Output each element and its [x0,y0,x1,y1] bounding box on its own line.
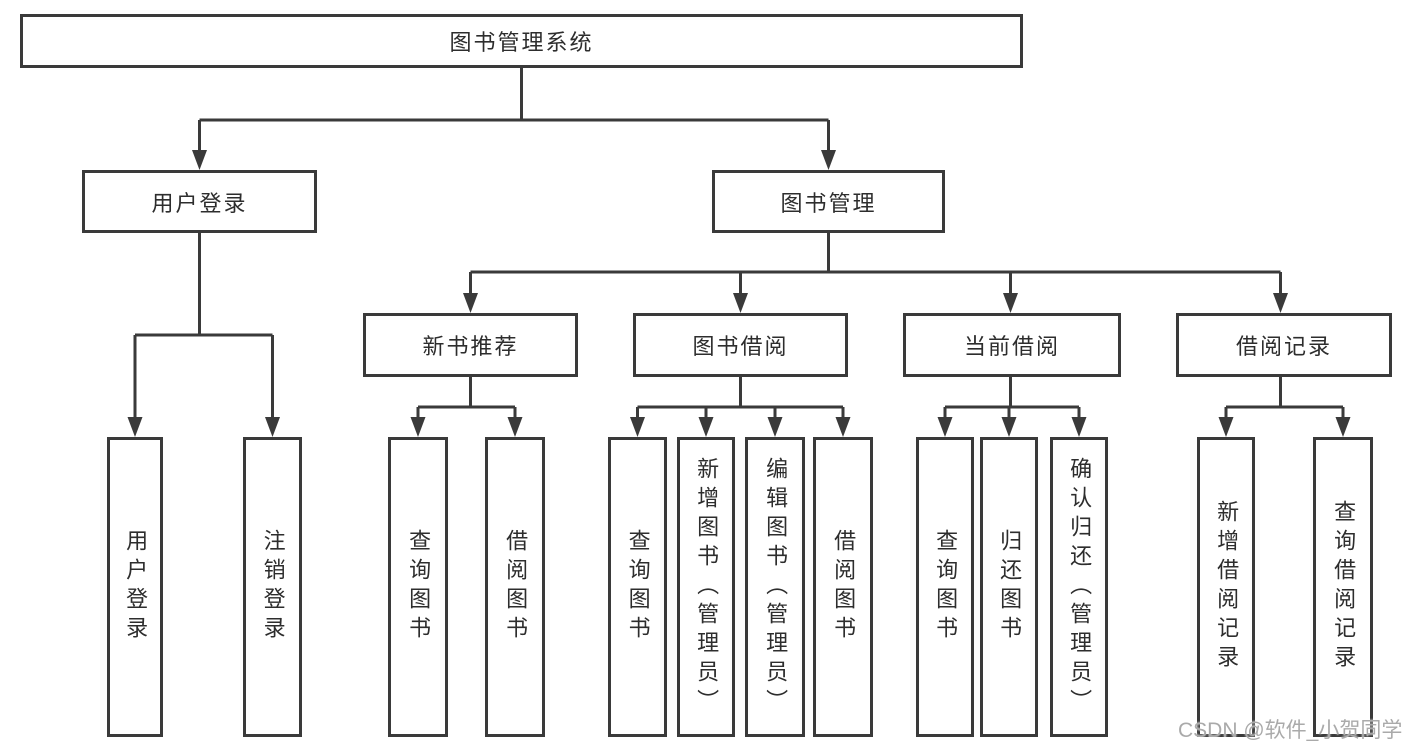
leaf-logout: 注销登录 [243,437,302,737]
leaf-recommend-query-books: 查询图书 [388,437,448,737]
node-current-borrowing: 当前借阅 [903,313,1121,377]
leaf-query-borrow-record-label: 查询借阅记录 [1331,500,1357,674]
leaf-return-books: 归还图书 [980,437,1038,737]
node-new-book-recommend-label: 新书推荐 [422,334,519,359]
node-user-login-label: 用户登录 [151,190,248,216]
node-borrowing-records-label: 借阅记录 [1235,334,1332,359]
leaf-recommend-borrow-books: 借阅图书 [485,437,545,737]
node-book-borrowing: 图书借阅 [633,313,848,377]
leaf-add-borrow-record-label: 新增借阅记录 [1214,500,1240,674]
leaf-borrowing-query-books: 查询图书 [608,437,667,737]
leaf-recommend-borrow-books-label: 借阅图书 [503,529,529,645]
leaf-borrow-books-label: 借阅图书 [831,529,857,645]
leaf-edit-book-admin-label: 编辑图书（管理员） [763,456,789,718]
node-current-borrowing-label: 当前借阅 [963,334,1060,359]
leaf-current-query-books: 查询图书 [916,437,974,737]
node-library-system: 图书管理系统 [20,14,1023,68]
leaf-borrowing-query-books-label: 查询图书 [625,529,651,645]
leaf-query-borrow-record: 查询借阅记录 [1313,437,1373,737]
leaf-add-book-admin-label: 新增图书（管理员） [694,456,720,718]
leaf-return-books-label: 归还图书 [997,529,1023,645]
leaf-confirm-return-admin: 确认归还（管理员） [1050,437,1108,737]
node-user-login: 用户登录 [82,170,317,233]
leaf-user-login-label: 用户登录 [123,529,149,645]
node-library-system-label: 图书管理系统 [449,30,594,55]
node-book-management-label: 图书管理 [780,190,877,216]
node-book-management: 图书管理 [712,170,945,233]
watermark: CSDN @软件_小贺同学 [1178,719,1403,742]
leaf-add-book-admin: 新增图书（管理员） [677,437,735,737]
node-borrowing-records: 借阅记录 [1176,313,1392,377]
leaf-logout-label: 注销登录 [260,529,286,645]
leaf-user-login: 用户登录 [107,437,163,737]
leaf-confirm-return-admin-label: 确认归还（管理员） [1067,456,1093,718]
leaf-current-query-books-label: 查询图书 [933,529,959,645]
node-new-book-recommend: 新书推荐 [363,313,578,377]
leaf-add-borrow-record: 新增借阅记录 [1197,437,1255,737]
leaf-edit-book-admin: 编辑图书（管理员） [745,437,805,737]
leaf-recommend-query-books-label: 查询图书 [406,529,432,645]
leaf-borrow-books: 借阅图书 [813,437,873,737]
node-book-borrowing-label: 图书借阅 [692,334,789,359]
